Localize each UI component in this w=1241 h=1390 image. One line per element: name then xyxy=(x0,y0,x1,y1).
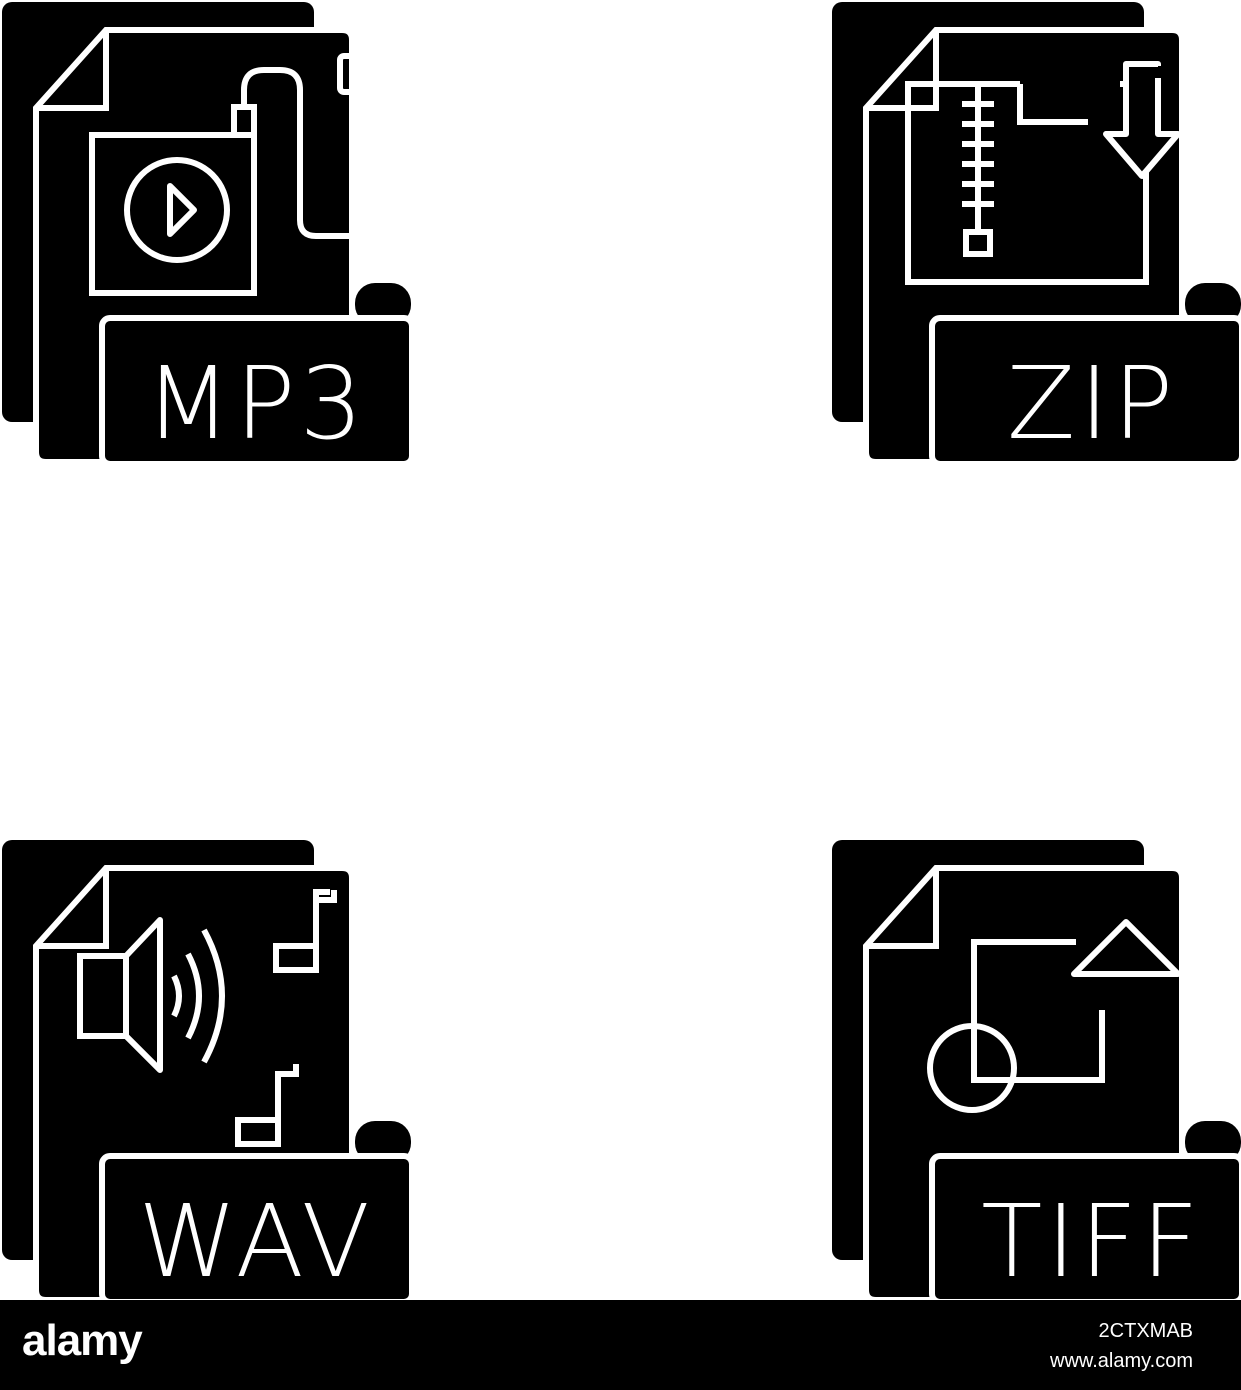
icon-label: WAV xyxy=(138,1183,374,1300)
icon-label: ZIP xyxy=(1007,345,1177,462)
icon-label: TIFF xyxy=(981,1183,1203,1300)
alamy-logo: alamy xyxy=(22,1316,143,1365)
icon-label: MP3 xyxy=(145,345,367,462)
tiff-file-icon: TIFF xyxy=(830,838,1241,1308)
footer-bar: alamy 2CTXMAB www.alamy.com xyxy=(0,1300,1241,1390)
site-url: www.alamy.com xyxy=(1050,1350,1193,1372)
mp3-file-icon: MP3 xyxy=(0,0,430,470)
image-id: 2CTXMAB xyxy=(1098,1320,1193,1342)
wav-file-icon: WAV xyxy=(0,838,430,1308)
zip-file-icon: ZIP xyxy=(830,0,1241,470)
